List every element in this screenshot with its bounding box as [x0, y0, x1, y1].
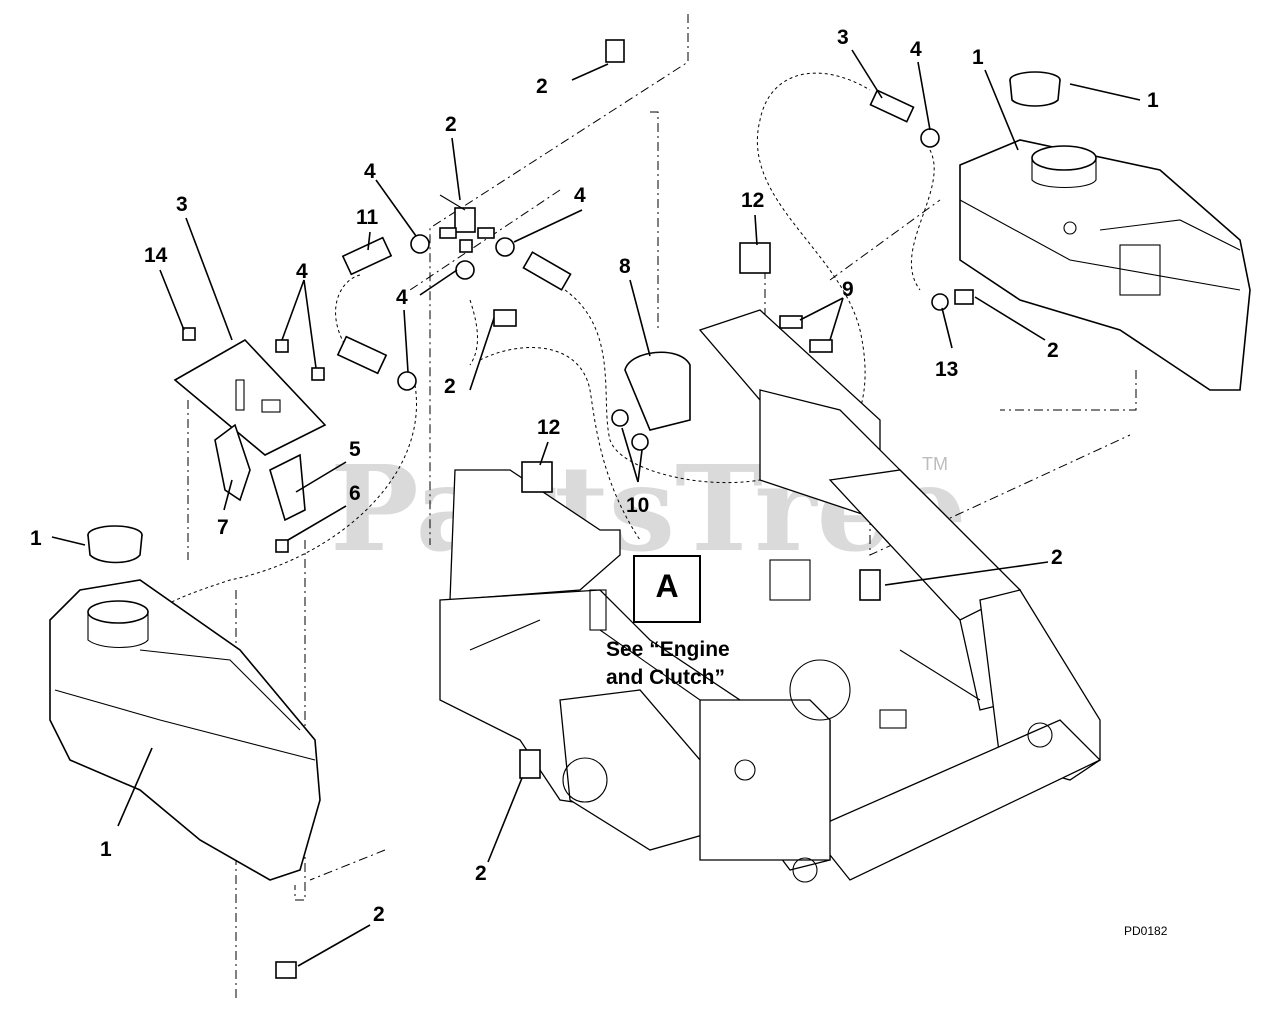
callout-4: 4	[396, 286, 408, 309]
callout-4: 4	[910, 38, 922, 61]
bolts	[182, 39, 974, 979]
fuel-cap-right	[1009, 71, 1061, 107]
callout-2: 2	[1047, 339, 1059, 362]
callout-2: 2	[1051, 546, 1063, 569]
callout-2: 2	[373, 903, 385, 926]
callout-11: 11	[356, 206, 379, 229]
callout-4: 4	[574, 184, 586, 207]
callout-9: 9	[842, 278, 854, 301]
callout-3: 3	[176, 193, 188, 216]
callout-14: 14	[144, 244, 168, 267]
callout-13: 13	[935, 358, 958, 381]
callout-2: 2	[445, 113, 457, 136]
callout-8: 8	[619, 255, 631, 278]
fuel-tank-left	[49, 579, 321, 881]
callout-1: 1	[100, 838, 112, 861]
clips	[521, 242, 771, 493]
callout-2: 2	[444, 375, 456, 398]
callout-4: 4	[296, 260, 308, 283]
leader-lines	[51, 49, 1141, 967]
callout-5: 5	[349, 438, 361, 461]
callout-7: 7	[217, 516, 229, 539]
callout-6: 6	[349, 482, 361, 505]
reference-box: A See “Engine and Clutch”	[606, 555, 730, 689]
callout-2: 2	[536, 75, 548, 98]
reference-box-frame	[633, 555, 701, 623]
callout-10: 10	[626, 494, 649, 517]
reference-note-line2: and Clutch”	[606, 666, 725, 689]
callout-4: 4	[364, 160, 376, 183]
watermark-tm: TM	[922, 454, 948, 474]
callout-labels: 1 1 1 1 2 2 2 2 2 2 2 3 3 4 4 4 4 4 4 5 …	[30, 26, 1159, 926]
reference-note-line1: See “Engine	[606, 638, 730, 661]
callout-1: 1	[30, 527, 42, 550]
fuel-tank-right	[959, 139, 1251, 391]
fuel-lines	[336, 89, 915, 375]
callout-1: 1	[1147, 89, 1159, 112]
mower-frame	[439, 309, 1102, 883]
callout-1: 1	[972, 46, 984, 69]
fuel-shutoff-plate	[173, 338, 327, 522]
callout-12: 12	[537, 416, 560, 439]
callout-12: 12	[741, 189, 764, 212]
hose-clamps	[397, 128, 940, 391]
callout-3: 3	[837, 26, 849, 49]
callout-2: 2	[475, 862, 487, 885]
bracket	[611, 351, 691, 451]
diagram-code: PD0182	[1124, 924, 1168, 938]
fuel-valve	[439, 194, 495, 253]
fuel-cap-left	[87, 525, 143, 564]
reference-box-letter: A	[655, 568, 678, 604]
